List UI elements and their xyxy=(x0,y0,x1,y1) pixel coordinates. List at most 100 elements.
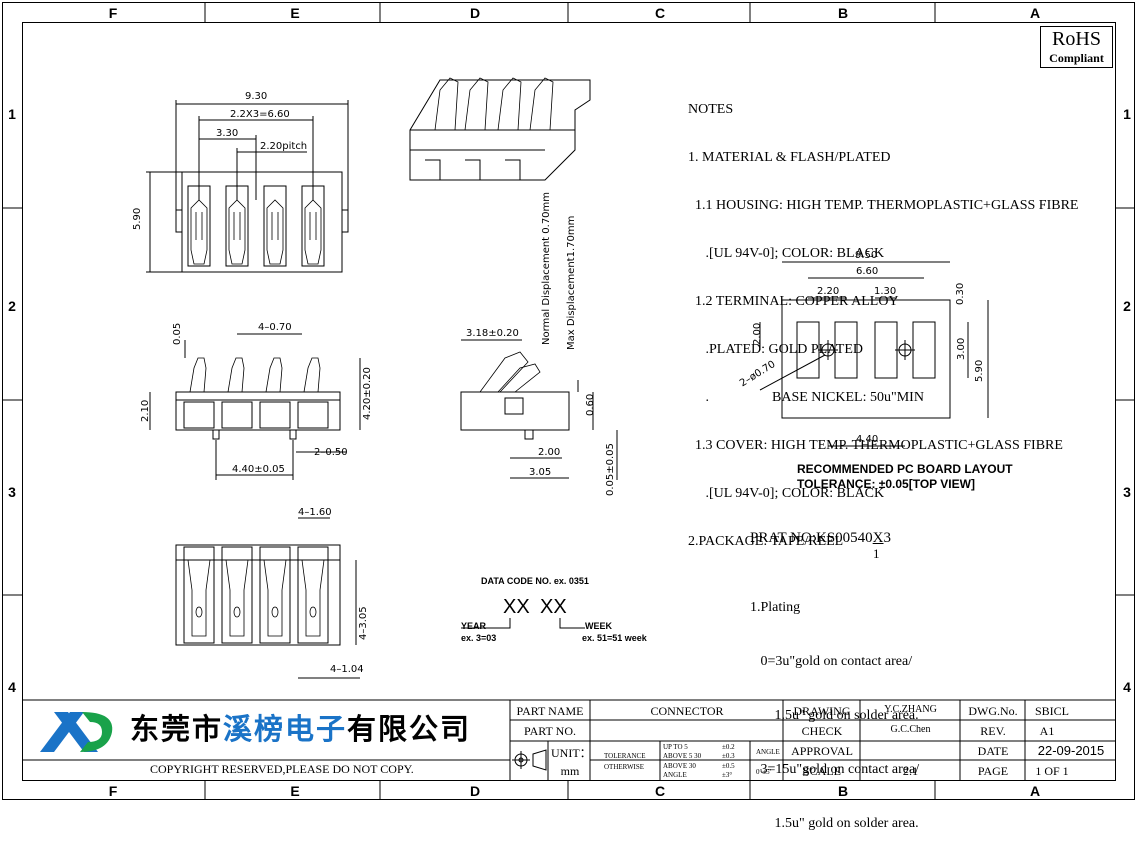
date-code-title: DATA CODE NO. ex. 0351 xyxy=(481,576,589,586)
date-code-year-label: YEAR xyxy=(461,621,487,631)
row-number-2-right: 2 xyxy=(1123,298,1131,314)
part-number-variable: X xyxy=(872,530,884,546)
date-code-week-label: WEEK xyxy=(585,621,612,631)
row-number-1-left: 1 xyxy=(8,106,16,122)
pcb-title-line1: RECOMMENDED PC BOARD LAYOUT xyxy=(797,462,1013,476)
tb-tol-line: ABOVE 30 xyxy=(663,762,696,770)
dim-2-00: 2.00 xyxy=(538,447,561,458)
tb-tol-value: ±0.5 xyxy=(722,762,735,770)
column-letter-b-top: B xyxy=(837,5,849,21)
tb-drawing: Y.C.ZHANG xyxy=(884,704,937,715)
rohs-subtitle: Compliant xyxy=(1049,51,1104,65)
pcb-dim-5-90: 5.90 xyxy=(974,359,985,382)
tb-approval-label: APPROVAL xyxy=(791,744,853,758)
notes-line: .[UL 94V-0]; COLOR: BLACK xyxy=(688,246,885,261)
notes-line: 1. MATERIAL & FLASH/PLATED xyxy=(688,150,891,165)
max-displacement: Max Displacement1.70mm xyxy=(566,215,577,350)
pcb-dim-4-40: 4.40 xyxy=(856,434,879,445)
column-letter-a-top: A xyxy=(1029,5,1041,21)
tb-part-name: CONNECTOR xyxy=(650,704,724,718)
dim-4-305: 4–3.05 xyxy=(358,606,369,640)
dim-4-20: 4.20±0.20 xyxy=(362,367,373,420)
pcb-layout-title: RECOMMENDED PC BOARD LAYOUT TOLERANCE: ±… xyxy=(797,462,1013,492)
tb-part-name-label: PART NAME xyxy=(516,704,584,718)
isometric-view xyxy=(409,77,591,181)
tb-dwg: SBICL xyxy=(1034,704,1069,718)
dim-5-90: 5.90 xyxy=(132,207,143,230)
dim-0-05-tol: 0.05±0.05 xyxy=(605,443,616,496)
tb-check: G.C.Chen xyxy=(890,724,931,735)
date-code-year-digits: XX xyxy=(503,596,530,618)
column-letter-e-top: E xyxy=(290,5,300,21)
dim-2-20pitch: 2.20pitch xyxy=(260,141,308,152)
notes-line: .[UL 94V-0]; COLOR: BLACK xyxy=(688,486,885,501)
top-view xyxy=(146,100,349,273)
row-number-4-left: 4 xyxy=(8,679,16,695)
tb-drawing-label: DRAWING xyxy=(793,704,851,718)
tb-scale-label: SCALE xyxy=(802,764,841,778)
notes-block: NOTES 1. MATERIAL & FLASH/PLATED 1.1 HOU… xyxy=(688,70,1078,566)
pcb-dim-6-60: 6.60 xyxy=(856,266,879,277)
tb-part-no-label: PART NO. xyxy=(524,724,576,738)
row-number-3-left: 3 xyxy=(8,484,16,500)
notes-line: . BASE NICKEL: 50u"MIN xyxy=(688,390,924,405)
zone-grid xyxy=(3,3,1135,800)
column-letter-f-top: F xyxy=(108,5,118,21)
rohs-badge: RoHS Compliant xyxy=(1040,26,1113,68)
dim-6-60: 2.2X3=6.60 xyxy=(230,109,290,120)
tb-angle-value: 0°±5' xyxy=(756,768,771,776)
pcb-dim-1-30: 1.30 xyxy=(874,286,897,297)
tb-check-label: CHECK xyxy=(801,724,843,738)
pcb-title-line2: TOLERANCE: ±0.05[TOP VIEW] xyxy=(797,477,975,491)
company-name-part3: 有限公司 xyxy=(347,712,472,746)
tb-tol-value: ±0.2 xyxy=(722,743,735,751)
column-letter-f-bottom: F xyxy=(108,783,118,799)
technical-drawing xyxy=(22,77,1116,781)
company-name-part2: 溪榜电子 xyxy=(223,712,348,746)
company-name-part1: 东莞市 xyxy=(130,712,224,746)
tb-rev: A1 xyxy=(1039,724,1055,738)
dim-0-05: 0.05 xyxy=(172,322,183,345)
rohs-title: RoHS xyxy=(1052,28,1101,50)
pcb-dim-2-20: 2.20 xyxy=(817,286,840,297)
tb-page: 1 OF 1 xyxy=(1035,764,1069,778)
date-code-leaders xyxy=(461,618,585,629)
pcb-dim-2-00: 2.00 xyxy=(752,322,763,345)
side-view xyxy=(460,339,618,480)
date-code-year-example: ex. 3=03 xyxy=(461,633,497,643)
dim-3-30: 3.30 xyxy=(216,128,239,139)
tb-date-label: DATE xyxy=(977,744,1009,758)
tb-date: 22-09-2015 xyxy=(1037,743,1105,758)
plating-line: 1.5u" gold on solder area. xyxy=(750,708,919,723)
column-letter-d-bottom: D xyxy=(469,783,481,799)
column-letter-d-top: D xyxy=(469,5,481,21)
notes-line: NOTES xyxy=(688,102,734,117)
tb-tol-line: UP TO 5 xyxy=(663,743,688,751)
dim-3-05: 3.05 xyxy=(529,467,552,478)
tb-tol-value: ±0.3 xyxy=(722,752,735,760)
tb-dwg-label: DWG.No. xyxy=(968,704,1018,718)
title-block-lines xyxy=(22,699,1116,781)
plating-line: 0=3u"gold on contact area/ xyxy=(750,654,913,669)
plating-line: 3=15u"gold on contact area/ xyxy=(750,762,920,777)
notes-line: 2.PACKAGE: TAPE/REEL xyxy=(688,534,844,549)
date-code-week-example: ex. 51=51 week xyxy=(582,633,647,643)
dim-9-30: 9.30 xyxy=(245,91,268,102)
row-number-2-left: 2 xyxy=(8,298,16,314)
tb-unit-label: UNIT： xyxy=(551,746,592,760)
dim-0-60: 0.60 xyxy=(585,393,596,416)
tb-page-label: PAGE xyxy=(977,764,1009,778)
tb-tol-value: ±3° xyxy=(722,771,733,779)
projection-symbol xyxy=(512,749,547,771)
column-letter-a-bottom: A xyxy=(1029,783,1041,799)
normal-displacement: Normal Displacement 0.70mm xyxy=(541,191,552,345)
tb-tol-line: ABOVE 5 30 xyxy=(663,752,702,760)
dim-4-104: 4–1.04 xyxy=(330,664,364,675)
tb-unit: mm xyxy=(560,764,580,778)
part-number: PRAT NO:KS00540X3 xyxy=(750,530,891,547)
notes-line: 1.3 COVER: HIGH TEMP. THERMOPLASTIC+GLAS… xyxy=(688,438,1063,453)
tb-rev-label: REV. xyxy=(980,724,1006,738)
tb-otherwise: OTHERWISE xyxy=(604,763,645,771)
part-number-suffix: 3 xyxy=(883,530,892,546)
tb-tolerance: TOLERANCE xyxy=(604,752,646,760)
